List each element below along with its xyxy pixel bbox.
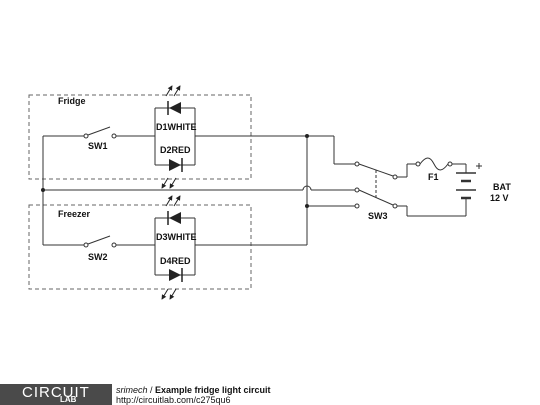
bat-voltage-label: 12 V [490,193,509,203]
d4-led-symbol [161,268,183,300]
f1-label: F1 [428,172,439,182]
logo-sub-text: LAB [60,395,77,404]
f1-fuse-symbol [415,157,453,171]
d1-led-symbol [165,85,181,115]
freezer-group-box [28,204,252,290]
d3-led-symbol [165,195,181,225]
logo-main-text: CIRCUIT [22,384,90,401]
sw2-label: SW2 [88,252,108,262]
caption-separator: / [147,385,156,395]
fridge-group-box [28,94,252,180]
freezer-group-label: Freezer [58,209,91,219]
d2-led-symbol [161,158,183,189]
bat-label: BAT [493,182,511,192]
caption: srimech / Example fridge light circuit h… [116,385,271,405]
circuit-wires [42,107,467,276]
sw2-switch [83,235,117,248]
d1-label: D1WHITE [156,122,197,132]
d4-label: D4RED [160,256,191,266]
circuitlab-logo[interactable]: CIRCUIT LAB [0,384,112,405]
d2-label: D2RED [160,145,191,155]
footer: CIRCUIT LAB srimech / Example fridge lig… [0,384,540,405]
sw1-switch [83,126,117,139]
circuit-url[interactable]: http://circuitlab.com/c275qu6 [116,395,231,405]
d3-label: D3WHITE [156,232,197,242]
sw3-switch [354,161,398,209]
sw3-label: SW3 [368,211,388,221]
fridge-group-label: Fridge [58,96,86,106]
author-name[interactable]: srimech [116,385,148,395]
circuit-title: Example fridge light circuit [155,385,271,395]
battery-symbol [456,163,482,206]
junction-dots [41,134,309,208]
sw1-label: SW1 [88,141,108,151]
